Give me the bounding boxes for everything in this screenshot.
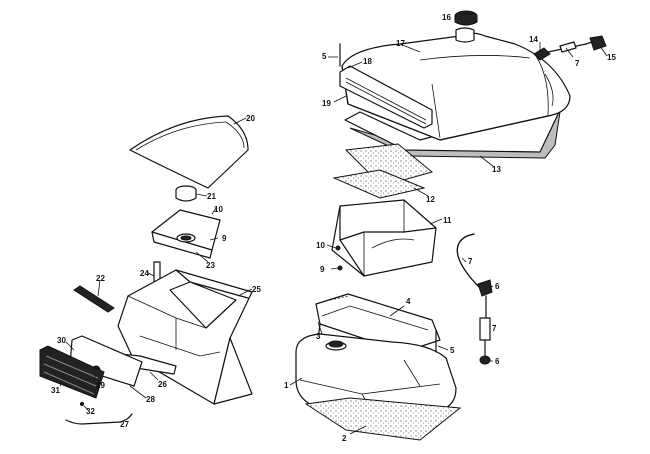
part-2-tank-pad	[304, 397, 462, 441]
callout-31: 31	[51, 386, 60, 395]
part-20-access-lid	[129, 115, 249, 189]
leader-lines	[59, 16, 608, 435]
callout-3: 3	[316, 332, 321, 341]
callout-11: 11	[443, 216, 452, 225]
part-8-fuel-valve	[477, 279, 493, 365]
callout-29: 29	[96, 381, 105, 390]
callout-labels: 1 2 3 4 5 5 6 6 7 7 7 9 9 10 10 11 12 13…	[51, 13, 616, 443]
callout-24: 24	[140, 269, 149, 278]
part-23-mount-plate	[151, 209, 221, 259]
part-12-foam-pad	[332, 143, 434, 199]
part-25-console-housing	[117, 269, 253, 405]
callout-5-bottom: 5	[450, 346, 455, 355]
callout-30: 30	[57, 336, 66, 345]
callout-10-right: 10	[316, 241, 325, 250]
callout-20: 20	[246, 114, 255, 123]
callout-6-valve: 6	[495, 282, 500, 291]
callout-17: 17	[396, 39, 405, 48]
part-14-15-vent-fittings	[533, 35, 607, 61]
callout-6-bottom: 6	[495, 357, 500, 366]
callout-9-right: 9	[320, 265, 325, 274]
callout-32: 32	[86, 407, 95, 416]
callout-7-lower: 7	[492, 324, 497, 333]
part-32-screw	[79, 401, 85, 407]
callout-9-left: 9	[222, 234, 227, 243]
callout-26: 26	[158, 380, 167, 389]
callout-21: 21	[207, 192, 216, 201]
callout-4: 4	[406, 297, 411, 306]
callout-23: 23	[206, 261, 215, 270]
callout-18: 18	[363, 57, 372, 66]
part-30-31-tail-light-lens	[39, 345, 105, 399]
part-27-kit-brace	[65, 413, 133, 425]
callout-22: 22	[96, 274, 105, 283]
part-16-fuel-cap	[454, 10, 478, 26]
part-11-baffle-bracket	[331, 199, 437, 277]
callout-16: 16	[442, 13, 451, 22]
callout-10-left: 10	[214, 205, 223, 214]
part-18-19-strap-channel	[339, 65, 433, 129]
part-7-fuel-line	[456, 233, 481, 289]
callout-13: 13	[492, 165, 501, 174]
fastener-screws	[335, 43, 437, 353]
callout-27: 27	[120, 420, 129, 429]
callout-28: 28	[146, 395, 155, 404]
callout-1: 1	[284, 381, 289, 390]
part-21-cap	[175, 185, 197, 202]
callout-7-vent: 7	[575, 59, 580, 68]
callout-19: 19	[322, 99, 331, 108]
callout-25: 25	[252, 285, 261, 294]
part-22-trim-strip	[73, 285, 115, 313]
callout-2: 2	[342, 434, 347, 443]
callout-12: 12	[426, 195, 435, 204]
callout-7-curve: 7	[468, 257, 473, 266]
callout-15: 15	[607, 53, 616, 62]
callout-14: 14	[529, 35, 538, 44]
callout-5-top: 5	[322, 52, 327, 61]
